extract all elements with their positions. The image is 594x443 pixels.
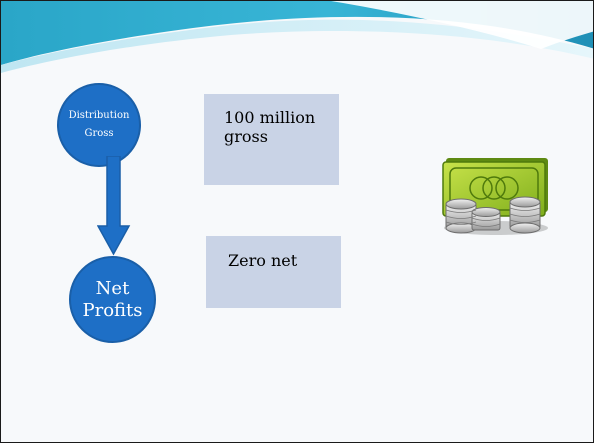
note-box-net: Zero net [206,236,341,308]
money-bills-and-coins-icon [442,158,548,235]
note-box-gross: 100 million gross [204,94,339,185]
node-net-line-1: Net [95,277,130,299]
note-gross-line-1: 100 million [224,108,316,127]
note-gross-line-2: gross [224,127,268,147]
flow-arrow-down [97,156,131,256]
node-gross-line-2: Gross [84,128,114,139]
node-net-line-2: Profits [82,299,143,321]
diagram-node-distribution-gross: Distribution Gross [57,83,141,167]
header-wave-decoration [1,1,593,73]
node-gross-line-1: Distribution [68,110,130,121]
note-net-line-1: Zero net [228,251,298,270]
diagram-node-net-profits: Net Profits [69,256,156,343]
